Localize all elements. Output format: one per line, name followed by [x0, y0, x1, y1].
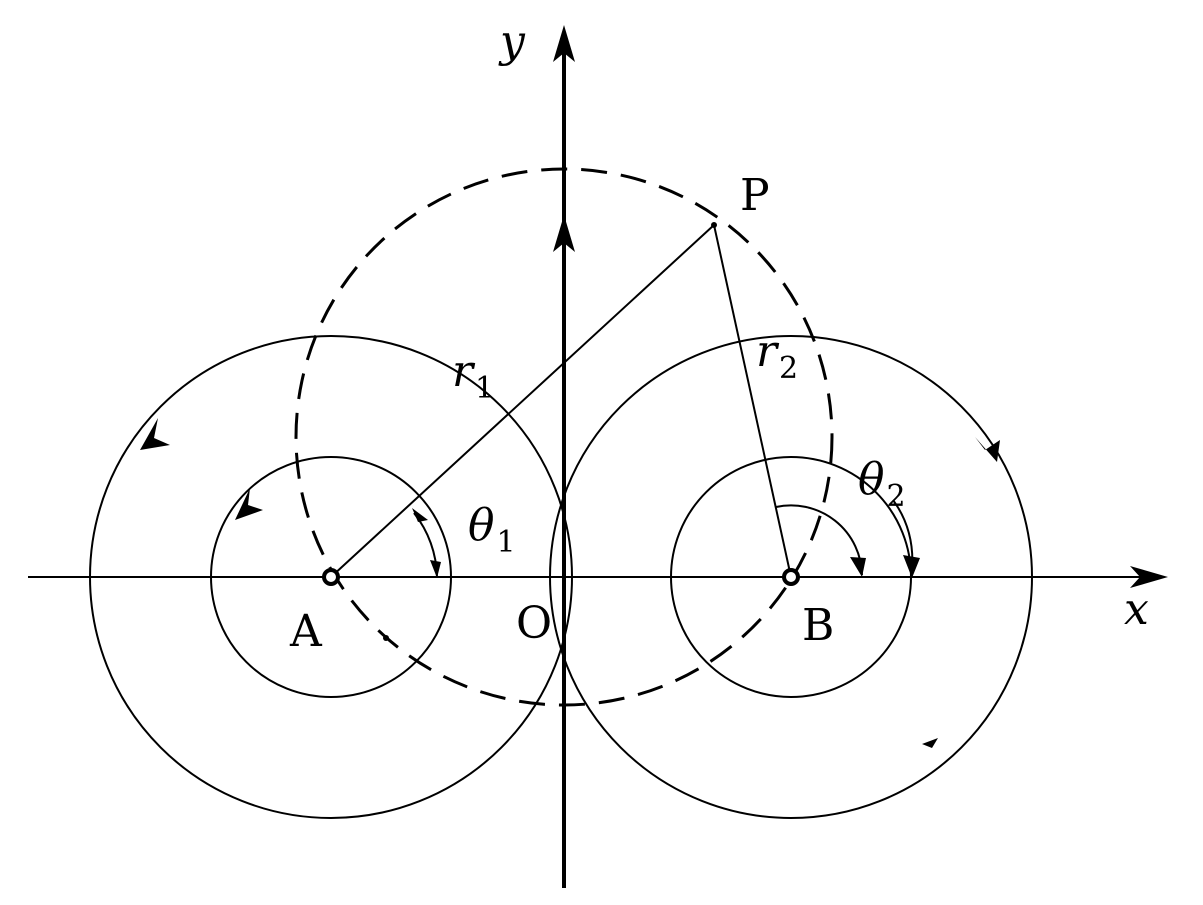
outer-circle-a	[89, 335, 573, 819]
outer-circle-b-arrow	[975, 437, 1000, 462]
y-axis-arrowhead	[553, 25, 575, 62]
point-a-dot	[322, 568, 340, 586]
dashed-equipotential-circle	[294, 167, 834, 707]
point-p-dot	[711, 222, 717, 228]
theta1-arrowhead-bottom	[430, 560, 441, 578]
theta2-arc-outer-arrow	[903, 555, 920, 578]
inner-circle-a-arrow	[235, 488, 263, 520]
x-axis-arrowhead	[1130, 566, 1168, 588]
theta2-arc-inner-arrow	[850, 557, 866, 577]
inner-circle-b	[670, 456, 912, 698]
outer-circle-b	[549, 335, 1033, 819]
y-axis-mid-arrowhead	[553, 215, 575, 252]
r2-line	[713, 224, 792, 578]
outer-circle-a-arrow	[140, 418, 170, 450]
outer-circle-b-bottom-arrow	[922, 738, 938, 748]
r1-line	[330, 224, 715, 578]
inner-circle-a	[210, 456, 452, 698]
point-b-dot	[782, 568, 800, 586]
theta1-arrowhead-top	[412, 508, 428, 522]
intersection-dot	[383, 635, 389, 641]
